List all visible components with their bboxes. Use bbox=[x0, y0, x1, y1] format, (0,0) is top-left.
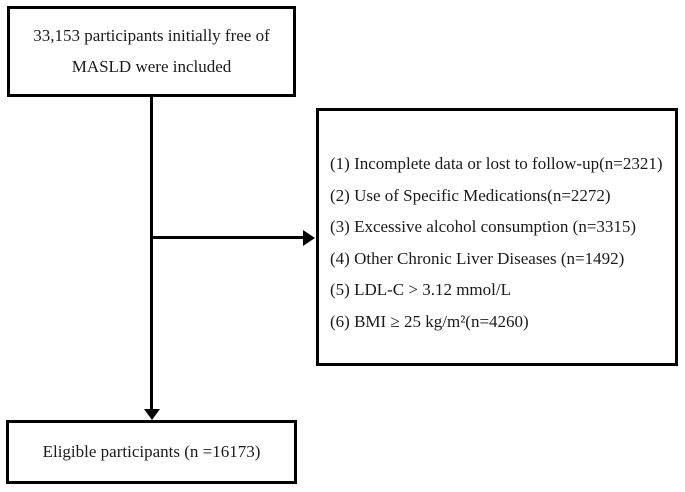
vertical-connector-line bbox=[150, 97, 153, 410]
horizontal-connector-line bbox=[152, 236, 304, 239]
exclusion-item-5: (5) LDL-C > 3.12 mmol/L bbox=[330, 280, 511, 299]
exclusion-item-1: (1) Incomplete data or lost to follow-up… bbox=[330, 154, 663, 173]
exclusion-item-2: (2) Use of Specific Medications(n=2272) bbox=[330, 185, 611, 205]
eligible-participants-box: Eligible participants (n =16173) bbox=[6, 420, 297, 484]
exclusion-item-6: (6) BMI ≥ 25 kg/m²(n=4260) bbox=[330, 311, 529, 331]
initial-cohort-box: 33,153 participants initially free of MA… bbox=[7, 6, 296, 97]
right-arrowhead-icon bbox=[303, 230, 315, 246]
exclusion-item-3: (3) Excessive alcohol consumption (n=331… bbox=[330, 217, 637, 236]
exclusion-item-4: (4) Other Chronic Liver Diseases (n=1492… bbox=[330, 248, 625, 268]
eligible-participants-label: Eligible participants (n =16173) bbox=[42, 442, 261, 461]
down-arrowhead-icon bbox=[144, 409, 160, 420]
initial-cohort-line1: 33,153 participants initially free of bbox=[33, 25, 270, 45]
initial-cohort-line2: MASLD were included bbox=[71, 56, 232, 76]
exclusion-criteria-box: (1) Incomplete data or lost to follow-up… bbox=[316, 108, 678, 366]
